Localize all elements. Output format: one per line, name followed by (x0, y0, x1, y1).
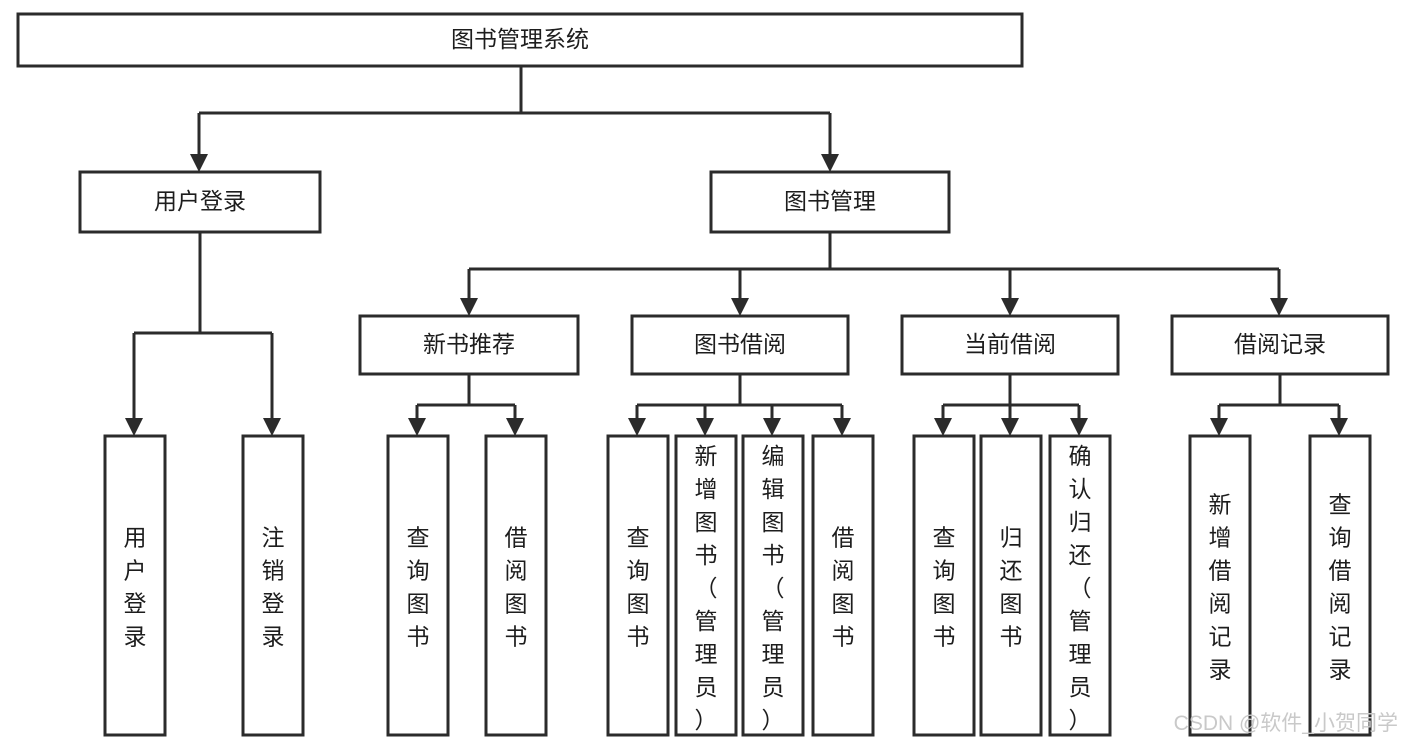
node-level3-2-label: 当前借阅 (964, 331, 1056, 357)
node-level2-1-rect[interactable] (709, 170, 951, 234)
node-leaf-1-label: 注销登录 (262, 525, 285, 650)
node-leaf-11-rect[interactable] (1188, 434, 1252, 737)
node-leaf-5-rect[interactable] (674, 434, 738, 737)
node-leaf-9-label: 归还图书 (1000, 525, 1023, 650)
arrow-to-leaf-2-1 (1001, 418, 1019, 436)
node-leaf-1[interactable]: 注销登录 (241, 434, 305, 737)
watermark-layer: CSDN @软件_小贺同学 (1174, 712, 1398, 735)
arrow-to-leaf-0-0 (408, 418, 426, 436)
arrow-to-login-leaf-1 (263, 418, 281, 436)
node-leaf-3-rect[interactable] (484, 434, 548, 737)
node-leaf-4-label: 查询图书 (627, 525, 650, 650)
arrow-to-level3-3 (1270, 298, 1288, 316)
node-leaf-7-label: 借阅图书 (832, 525, 855, 650)
node-leaf-10[interactable]: 确认归还（管理员） (1048, 434, 1112, 737)
node-leaf-8-label: 查询图书 (933, 525, 956, 650)
node-level2-0-label: 用户登录 (154, 188, 246, 214)
node-leaf-8-rect[interactable] (912, 434, 976, 737)
arrow-to-level3-2 (1001, 298, 1019, 316)
node-leaf-7-rect[interactable] (811, 434, 875, 737)
arrow-to-leaf-0-1 (506, 418, 524, 436)
node-leaf-9[interactable]: 归还图书 (979, 434, 1043, 737)
node-level3-1-rect[interactable] (630, 314, 850, 376)
arrow-to-leaf-2-0 (934, 418, 952, 436)
csdn-watermark: CSDN @软件_小贺同学 (1174, 712, 1398, 735)
node-leaf-1-rect[interactable] (241, 434, 305, 737)
node-leaf-9-rect[interactable] (979, 434, 1043, 737)
arrow-to-leaf-3-0 (1210, 418, 1228, 436)
arrow-to-leaf-2-2 (1070, 418, 1088, 436)
node-level3-0-label: 新书推荐 (423, 331, 515, 357)
node-leaf-6[interactable]: 编辑图书（管理员） (741, 434, 805, 737)
node-level3-0[interactable]: 新书推荐 (358, 314, 580, 376)
node-level2-1-label: 图书管理 (784, 188, 876, 214)
node-level3-3-label: 借阅记录 (1234, 331, 1326, 357)
node-leaf-10-label: 确认归还（管理员） (1069, 443, 1092, 733)
arrow-to-user-login (190, 154, 208, 172)
node-leaf-12[interactable]: 查询借阅记录 (1308, 434, 1372, 737)
arrow-to-leaf-1-1 (696, 418, 714, 436)
node-level2-0[interactable]: 用户登录 (78, 170, 322, 234)
arrow-to-leaf-1-3 (833, 418, 851, 436)
node-leaf-2-rect[interactable] (386, 434, 450, 737)
connectors-layer (125, 66, 1348, 436)
node-leaf-8[interactable]: 查询图书 (912, 434, 976, 737)
node-leaf-5-label: 新增图书（管理员） (695, 443, 718, 733)
node-leaf-10-rect[interactable] (1048, 434, 1112, 737)
node-level3-1-label: 图书借阅 (694, 331, 786, 357)
node-level3-1[interactable]: 图书借阅 (630, 314, 850, 376)
arrow-to-book-management (821, 154, 839, 172)
node-leaf-2-label: 查询图书 (407, 525, 430, 650)
node-level3-2-rect[interactable] (900, 314, 1120, 376)
arrow-to-leaf-3-1 (1330, 418, 1348, 436)
node-leaf-2[interactable]: 查询图书 (386, 434, 450, 737)
arrow-to-leaf-1-0 (628, 418, 646, 436)
node-level3-2[interactable]: 当前借阅 (900, 314, 1120, 376)
node-leaf-3[interactable]: 借阅图书 (484, 434, 548, 737)
node-root-book-management-system-rect[interactable] (16, 12, 1024, 68)
node-level2-0-rect[interactable] (78, 170, 322, 234)
node-leaf-4[interactable]: 查询图书 (606, 434, 670, 737)
node-level3-0-rect[interactable] (358, 314, 580, 376)
node-root-book-management-system[interactable]: 图书管理系统 (16, 12, 1024, 68)
node-leaf-6-rect[interactable] (741, 434, 805, 737)
node-leaf-7[interactable]: 借阅图书 (811, 434, 875, 737)
node-leaf-12-label: 查询借阅记录 (1329, 492, 1352, 683)
arrow-to-leaf-1-2 (763, 418, 781, 436)
node-leaf-0[interactable]: 用户登录 (103, 434, 167, 737)
node-level2-1[interactable]: 图书管理 (709, 170, 951, 234)
node-leaf-11[interactable]: 新增借阅记录 (1188, 434, 1252, 737)
arrow-to-level3-1 (731, 298, 749, 316)
node-leaf-4-rect[interactable] (606, 434, 670, 737)
node-leaf-12-rect[interactable] (1308, 434, 1372, 737)
node-leaf-5[interactable]: 新增图书（管理员） (674, 434, 738, 737)
arrow-to-login-leaf-0 (125, 418, 143, 436)
boxes-layer: 图书管理系统用户登录图书管理新书推荐图书借阅当前借阅借阅记录用户登录注销登录查询… (16, 12, 1390, 737)
node-leaf-6-label: 编辑图书（管理员） (762, 443, 785, 733)
node-root-book-management-system-label: 图书管理系统 (451, 26, 589, 52)
node-level3-3[interactable]: 借阅记录 (1170, 314, 1390, 376)
node-leaf-0-rect[interactable] (103, 434, 167, 737)
arrow-to-level3-0 (460, 298, 478, 316)
node-leaf-3-label: 借阅图书 (505, 525, 528, 650)
node-level3-3-rect[interactable] (1170, 314, 1390, 376)
node-leaf-11-label: 新增借阅记录 (1209, 492, 1232, 683)
node-leaf-0-label: 用户登录 (124, 525, 147, 650)
